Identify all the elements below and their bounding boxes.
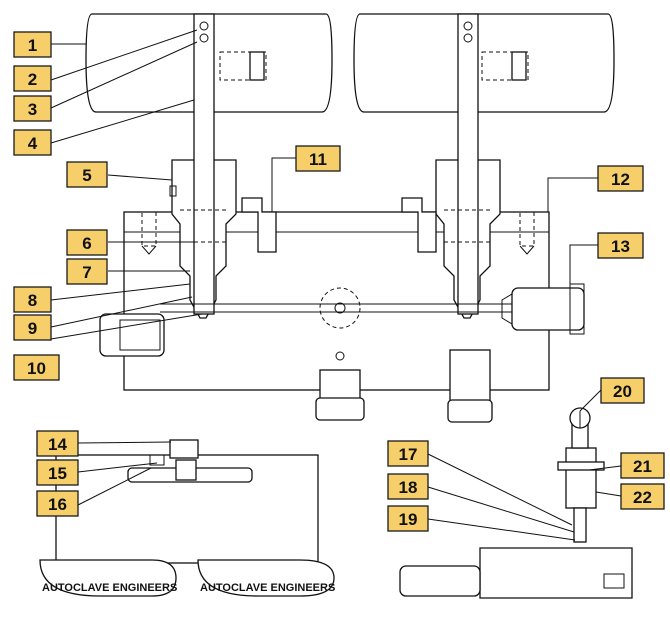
svg-text:2: 2: [28, 70, 37, 89]
callout-11: 11: [295, 145, 341, 172]
svg-text:7: 7: [82, 263, 91, 282]
callout-19: 19: [387, 505, 429, 532]
callout-18: 18: [387, 473, 429, 500]
svg-text:6: 6: [82, 234, 91, 253]
brand-label-left: AUTOCLAVE ENGINEERS: [42, 582, 177, 594]
callout-21: 21: [620, 452, 665, 479]
callout-16: 16: [36, 490, 79, 517]
callout-20: 20: [600, 377, 645, 404]
callout-5: 5: [66, 161, 108, 188]
svg-text:14: 14: [48, 435, 67, 454]
callout-17: 17: [387, 440, 429, 467]
side-detail-view: [399, 407, 633, 599]
callout-6: 6: [66, 229, 108, 256]
svg-text:17: 17: [399, 445, 418, 464]
brand-label-right: AUTOCLAVE ENGINEERS: [200, 582, 335, 594]
callout-13: 13: [597, 232, 644, 259]
svg-text:19: 19: [399, 510, 418, 529]
svg-text:22: 22: [633, 488, 652, 507]
callout-10: 10: [13, 354, 60, 381]
svg-text:12: 12: [611, 170, 630, 189]
lock-clips: [241, 197, 437, 253]
svg-text:3: 3: [28, 100, 37, 119]
svg-text:21: 21: [633, 457, 652, 476]
svg-text:4: 4: [28, 134, 38, 153]
bottom-fittings: [315, 349, 493, 423]
svg-text:18: 18: [399, 478, 418, 497]
callout-1: 1: [13, 31, 52, 58]
left-fitting: [99, 313, 165, 357]
right-stem-assembly: [435, 13, 501, 319]
svg-text:5: 5: [82, 166, 91, 185]
left-stem-assembly: [169, 13, 237, 319]
front-view: AUTOCLAVE ENGINEERS AUTOCLAVE ENGINEERS: [39, 439, 335, 597]
callout-12: 12: [597, 165, 644, 192]
callout-2: 2: [13, 65, 52, 92]
mounting-holes: [141, 211, 535, 255]
svg-text:8: 8: [28, 291, 37, 310]
callout-14: 14: [36, 430, 79, 457]
svg-text:10: 10: [27, 359, 46, 378]
flow-passage: [160, 287, 520, 361]
callout-22: 22: [620, 483, 665, 510]
svg-text:9: 9: [28, 319, 37, 338]
right-fitting: [501, 283, 585, 335]
leader-lines: [50, 29, 622, 541]
svg-text:16: 16: [48, 495, 67, 514]
callout-4: 4: [13, 129, 52, 156]
svg-text:13: 13: [611, 237, 630, 256]
callout-7: 7: [66, 258, 108, 285]
callout-15: 15: [36, 459, 79, 486]
callout-8: 8: [13, 286, 52, 313]
callout-3: 3: [13, 95, 52, 122]
right-handle: [353, 13, 615, 113]
svg-text:20: 20: [613, 382, 632, 401]
callout-9: 9: [13, 314, 52, 341]
svg-text:1: 1: [28, 36, 37, 55]
svg-text:11: 11: [309, 150, 327, 169]
svg-text:15: 15: [48, 464, 67, 483]
